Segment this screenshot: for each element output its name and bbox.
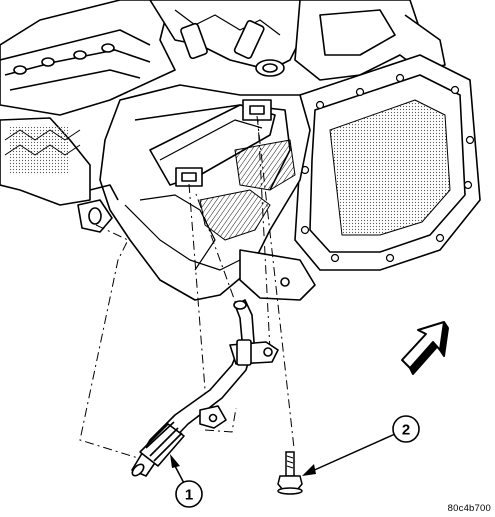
transmission-cooler-line xyxy=(131,299,279,477)
callout-1: 1 xyxy=(170,454,203,508)
callout-1-number: 1 xyxy=(185,487,193,504)
engine-assembly xyxy=(0,0,481,301)
callout-2-number: 2 xyxy=(402,422,410,439)
forward-arrow-icon xyxy=(401,321,449,375)
callout-2: 2 xyxy=(302,415,420,476)
figure-reference-code: 80c4b700 xyxy=(447,503,491,514)
alignment-leaders xyxy=(79,115,295,459)
mounting-bolt xyxy=(277,451,303,495)
